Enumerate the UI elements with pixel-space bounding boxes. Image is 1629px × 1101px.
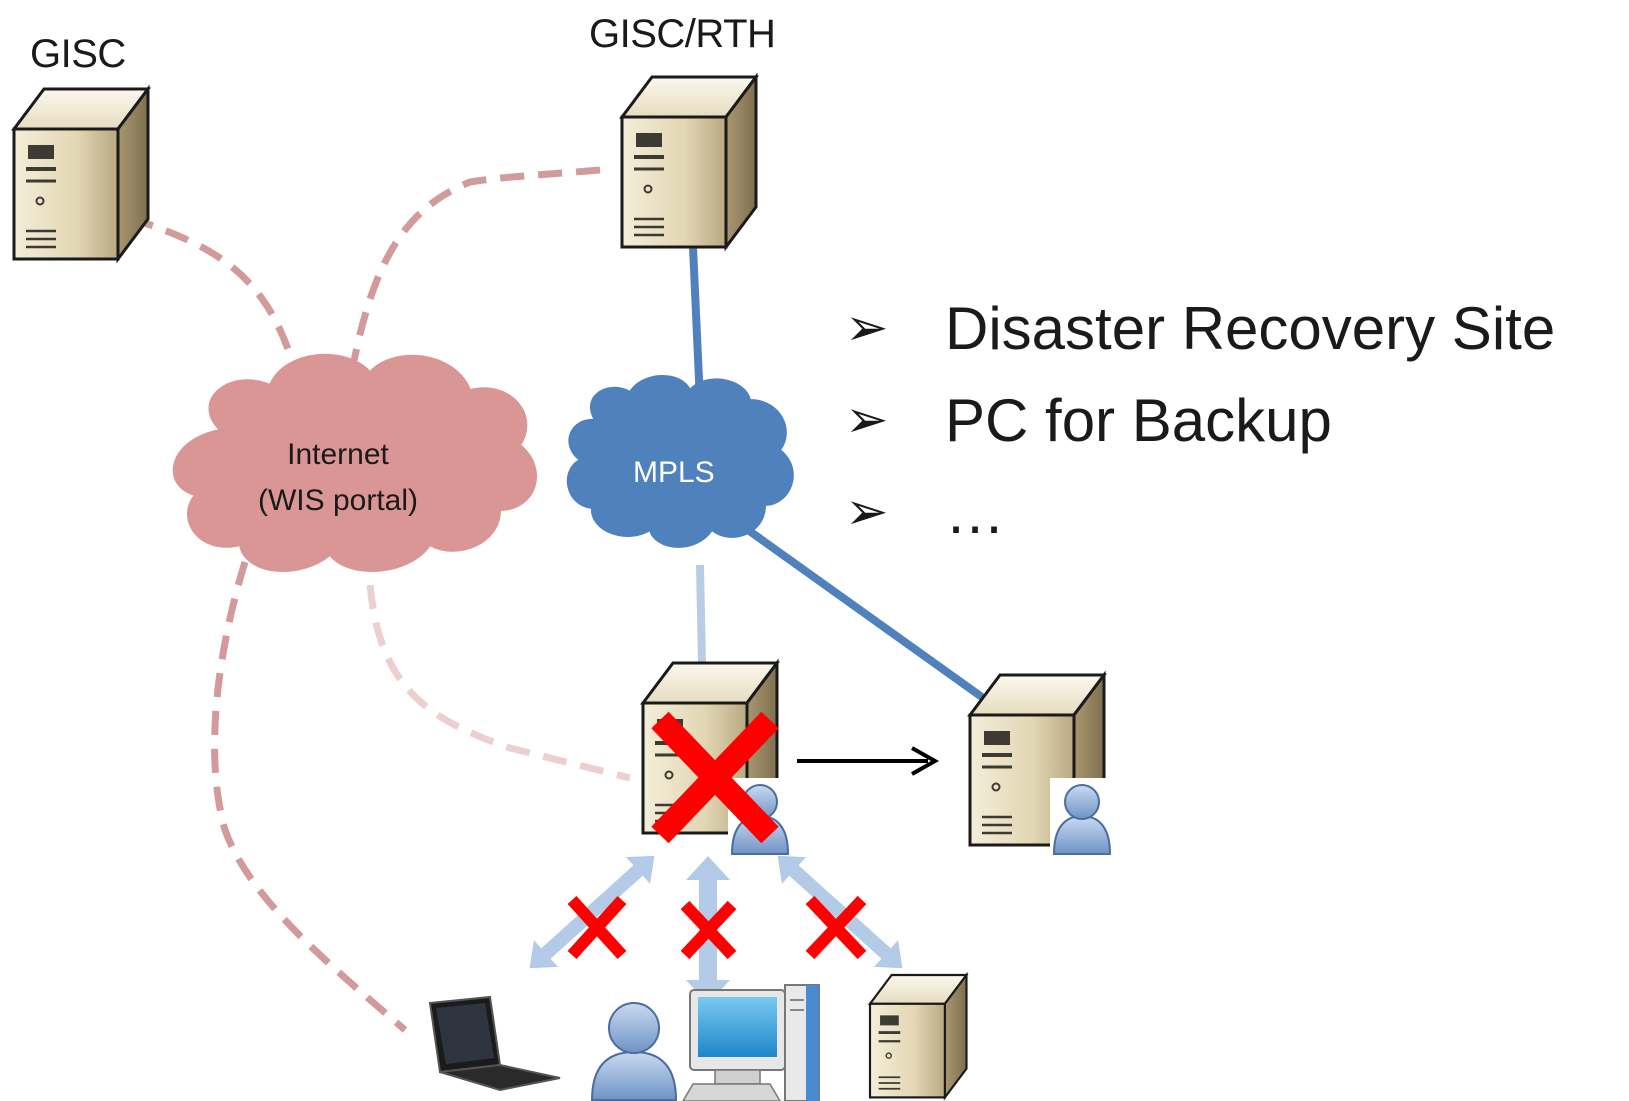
failover-arrow-icon	[797, 746, 940, 776]
link-rth-mpls	[689, 246, 704, 403]
bullet-item: ➢ Disaster Recovery Site	[845, 282, 1555, 374]
gisc-rth-label: GISC/RTH	[589, 12, 776, 56]
laptop-icon	[428, 995, 561, 1092]
pc-user-icon	[590, 1002, 678, 1101]
bullet-item: ➢ …	[845, 466, 1555, 558]
recovery-user-icon	[1050, 778, 1114, 855]
bullet-arrow-icon: ➢	[845, 483, 889, 541]
bullet-list: ➢ Disaster Recovery Site ➢ PC for Backup…	[845, 282, 1555, 558]
link-mpls-local-server	[696, 564, 706, 666]
bullet-arrow-icon: ➢	[845, 299, 889, 357]
link-mpls-recovery-server	[745, 526, 1003, 714]
internet-cloud-label: Internet (WIS portal)	[238, 432, 438, 524]
gisc-rth-server-icon	[620, 75, 758, 249]
link-internet-laptop	[211, 560, 408, 1033]
gisc-left-label: GISC	[30, 32, 126, 76]
bullet-arrow-icon: ➢	[845, 391, 889, 449]
bullet-item: ➢ PC for Backup	[845, 374, 1555, 466]
bullet-text: …	[945, 478, 1005, 546]
link-gisc-rth-internet	[346, 166, 601, 383]
desktop-pc-icon	[682, 984, 820, 1101]
internet-label-line2: (WIS portal)	[257, 484, 419, 517]
access-blocked-crosses-icon	[567, 895, 867, 960]
backup-pc-server-icon	[868, 973, 968, 1099]
mpls-cloud	[566, 375, 794, 548]
failure-cross-icon	[651, 711, 779, 844]
bullet-text: Disaster Recovery Site	[945, 294, 1556, 362]
mpls-cloud-label: MPLS	[633, 456, 715, 489]
link-internet-local-server	[366, 584, 631, 782]
bullet-text: PC for Backup	[945, 386, 1332, 454]
gisc-left-server-icon	[12, 87, 150, 261]
link-gisc-internet	[128, 214, 302, 383]
internet-label-line1: Internet	[287, 438, 389, 471]
internet-cloud	[172, 353, 538, 572]
